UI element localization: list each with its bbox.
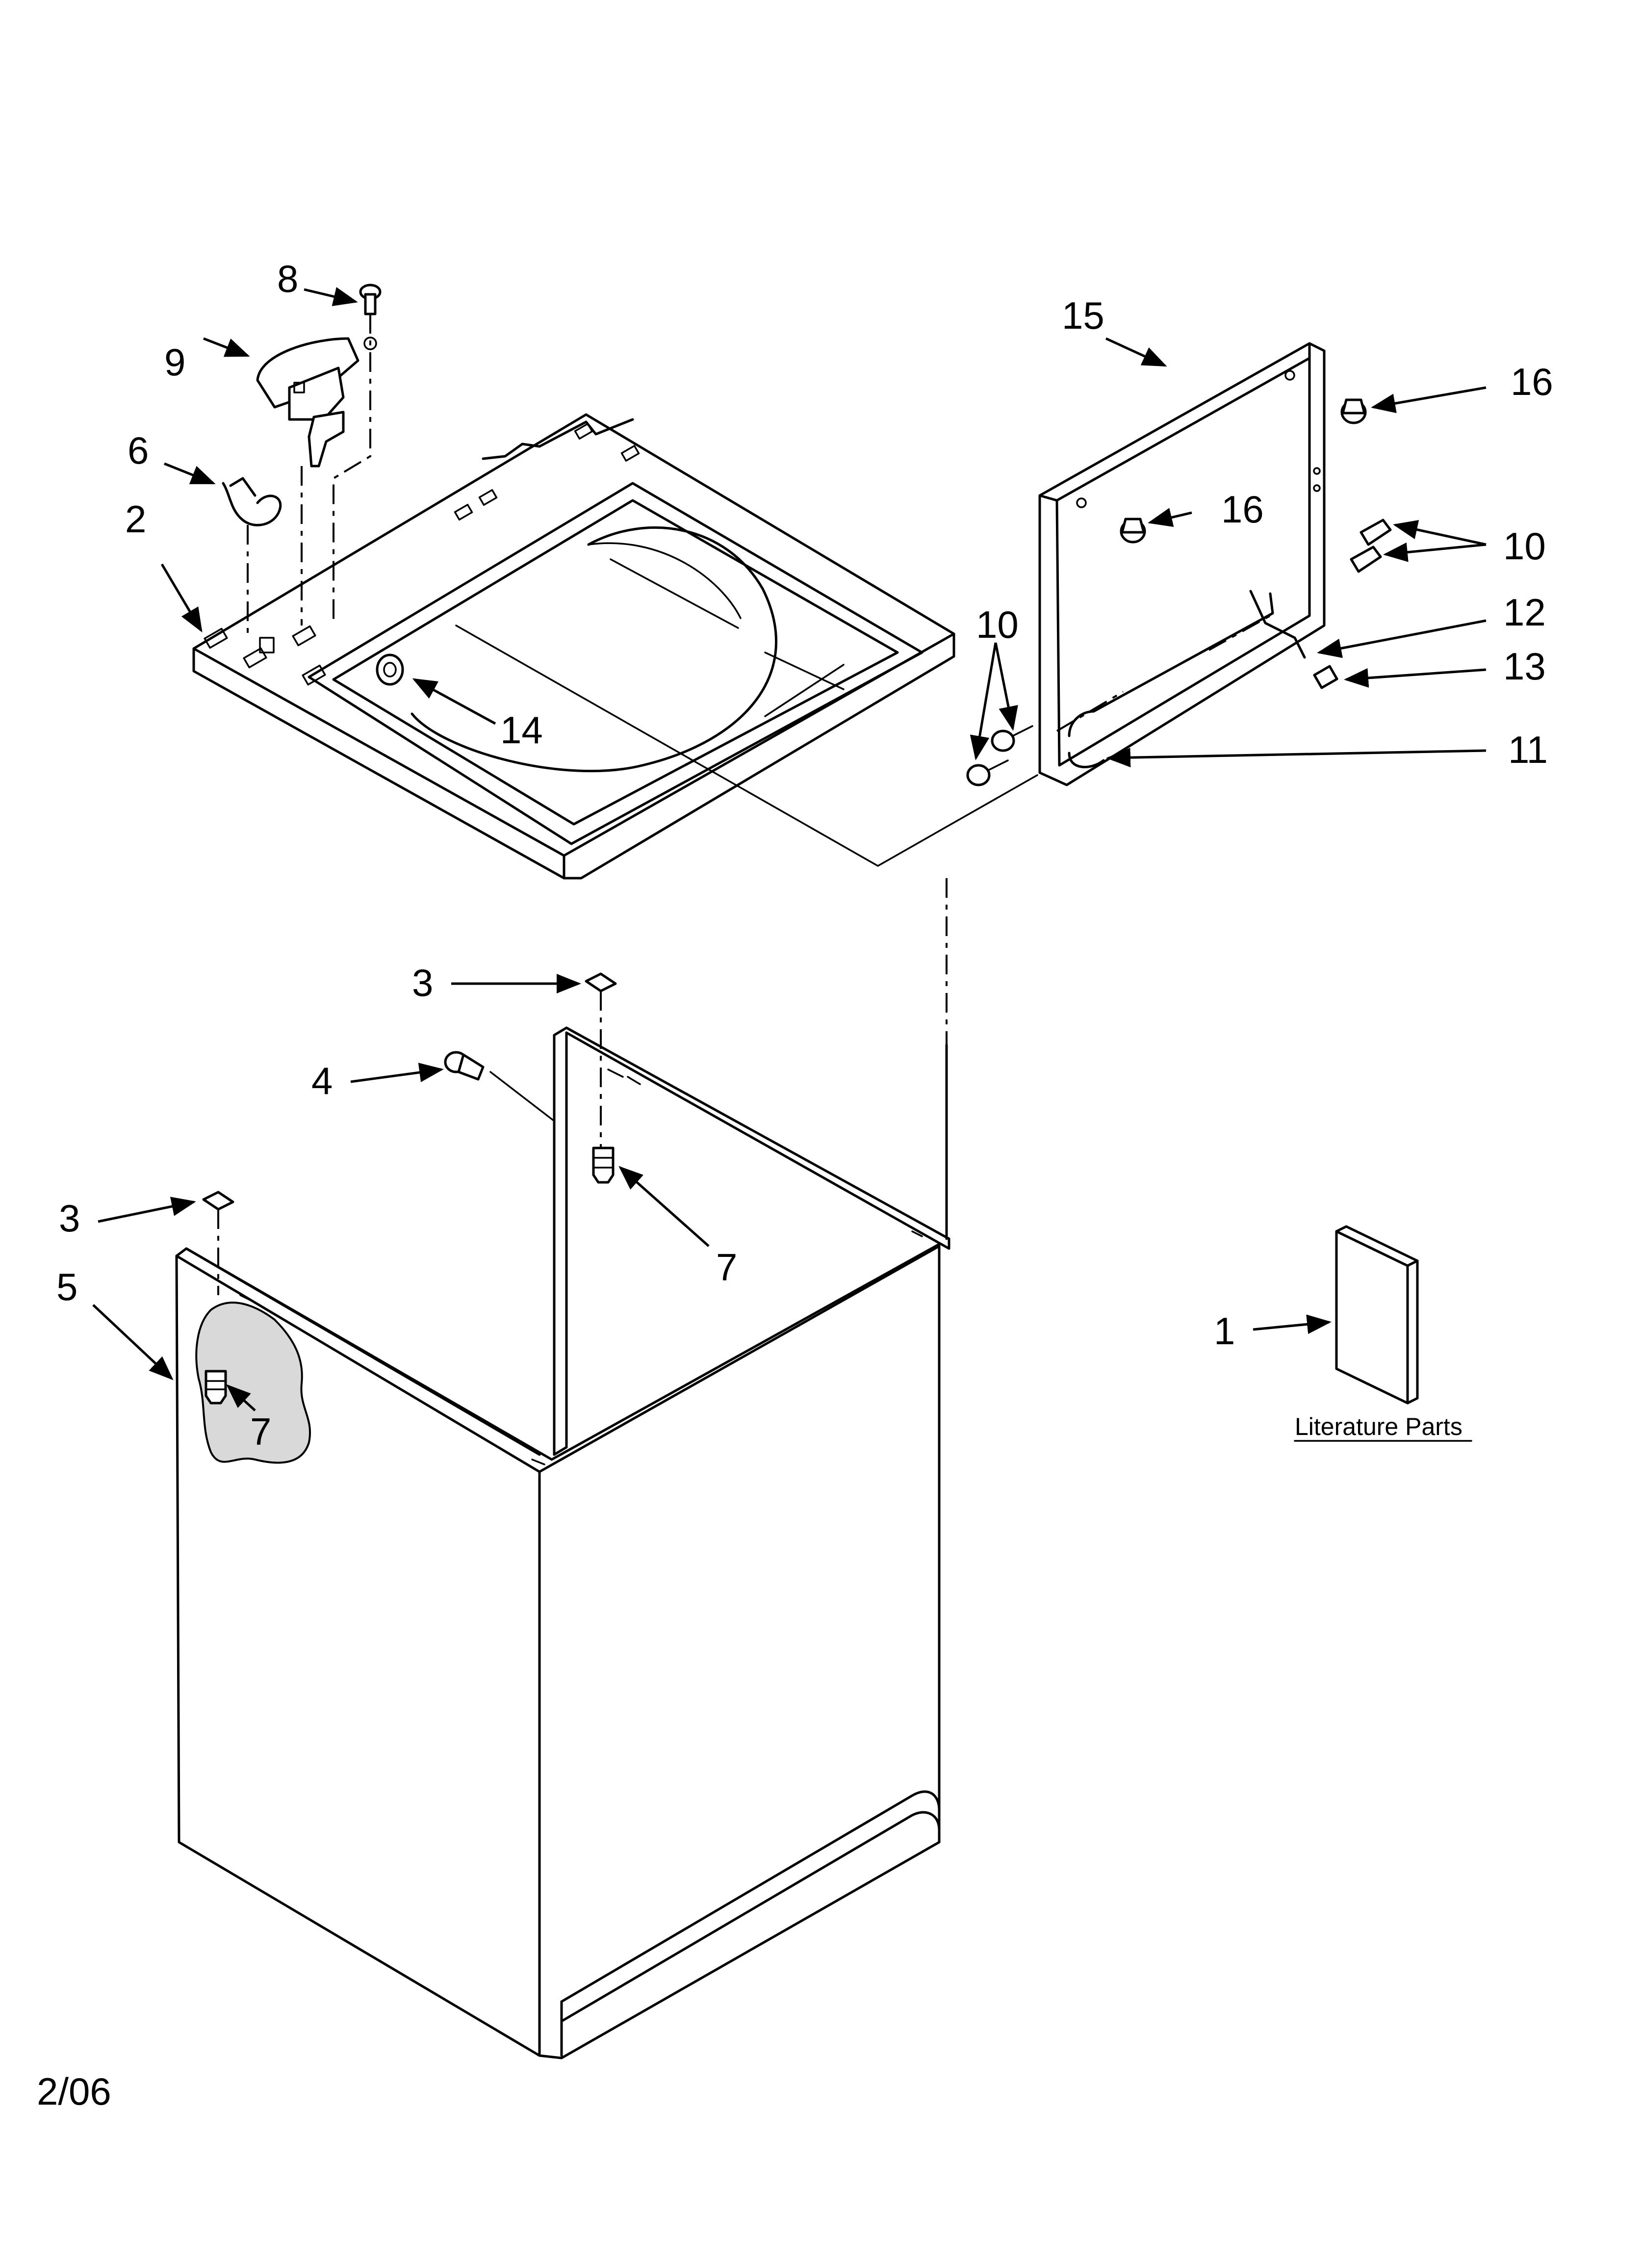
- bumper-part-16-lower: [1120, 518, 1146, 544]
- hinge-pin-part-4: [444, 1051, 485, 1081]
- callout-10-lower: 10: [976, 603, 1019, 646]
- callout-4: 4: [311, 1059, 333, 1102]
- callout-5: 5: [56, 1265, 77, 1308]
- callout-8: 8: [277, 257, 298, 300]
- lid-switch-part-9: [256, 337, 359, 468]
- callout-1: 1: [1214, 1309, 1235, 1353]
- callout-3-upper: 3: [412, 961, 433, 1004]
- callout-10-upper: 10: [1503, 524, 1546, 568]
- callout-12: 12: [1503, 591, 1546, 634]
- callout-2: 2: [125, 497, 146, 541]
- assembly-lines: [217, 314, 948, 1295]
- screw-part-7-lower: [205, 1370, 227, 1405]
- cabinet-part: [175, 1026, 950, 2059]
- callout-11: 11: [1508, 728, 1548, 771]
- actuator-part-12: [1249, 590, 1306, 659]
- date-code: 2/06: [37, 2070, 111, 2113]
- callout-14: 14: [500, 708, 543, 752]
- callout-13: 13: [1503, 645, 1546, 688]
- callout-9: 9: [164, 340, 185, 384]
- top-panel-part: [192, 413, 955, 880]
- wire-clip-part-6: [222, 477, 282, 526]
- callout-15: 15: [1062, 294, 1104, 337]
- callout-16-lower: 16: [1221, 488, 1264, 531]
- clip-part-3-upper: [585, 972, 617, 992]
- literature-parts-caption: Literature Parts: [1295, 1413, 1462, 1440]
- bumper-part-16-upper: [1340, 398, 1367, 424]
- hinge-rod-part-11: [1056, 592, 1274, 768]
- screw-part-8: [359, 284, 382, 350]
- clip-part-3-lower: [202, 1191, 234, 1211]
- cutaway-patch: [195, 1302, 311, 1464]
- nut-part-13: [1313, 665, 1338, 689]
- callout-7-upper: 7: [716, 1246, 737, 1289]
- literature-booklet-part-1: [1335, 1225, 1419, 1405]
- screw-part-10-lower: [966, 725, 1033, 786]
- callout-labels: 8 9 6 2 14 15 16 16 10 10 12 13 11 3 4 7…: [37, 257, 1553, 2113]
- screw-part-7-upper: [592, 1147, 615, 1184]
- screw-part-10-upper: [1350, 519, 1392, 573]
- callout-7-lower: 7: [250, 1410, 271, 1453]
- callout-6: 6: [128, 429, 149, 472]
- callout-3-lower: 3: [59, 1197, 80, 1240]
- lid-part: [455, 342, 1326, 867]
- callout-16-upper: 16: [1511, 360, 1553, 403]
- leader-arrows: [92, 287, 1487, 1411]
